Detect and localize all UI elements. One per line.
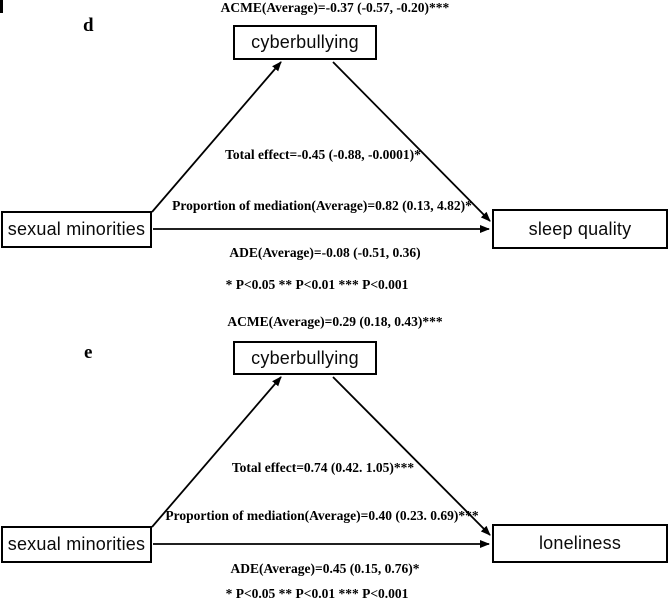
panel-e-outcome-label: loneliness — [538, 533, 622, 553]
panel-d-outcome-label: sleep quality — [528, 218, 632, 239]
panel-e-proportion-label: Proportion of mediation(Average)=0.40 (0… — [165, 508, 479, 523]
panel-e-ade-label: ADE(Average)=0.45 (0.15, 0.76)* — [230, 561, 420, 576]
panel-e-mediator-box: cyberbullying — [233, 341, 377, 375]
panel-e-outcome-box: loneliness — [492, 524, 668, 563]
panel-d-ade-label: ADE(Average)=-0.08 (-0.51, 0.36) — [229, 245, 421, 260]
panel-d-letter: d — [83, 15, 94, 36]
panel-d-total-effect-label: Total effect=-0.45 (-0.88, -0.0001)* — [225, 147, 421, 162]
panel-d-predictor-label: sexual minorities — [7, 219, 146, 239]
panel-d-arrow-predictor-to-mediator — [151, 61, 282, 213]
top-left-crop-artifact — [0, 0, 3, 13]
panel-e-mediator-label: cyberbullying — [251, 347, 359, 368]
panel-d-mediator-box: cyberbullying — [233, 25, 377, 60]
panel-e-significance-legend: * P<0.05 ** P<0.01 *** P<0.001 — [225, 586, 409, 601]
panel-d-predictor-box: sexual minorities — [1, 211, 152, 248]
panel-d-proportion-label: Proportion of mediation(Average)=0.82 (0… — [172, 198, 472, 213]
panel-e-acme-label: ACME(Average)=0.29 (0.18, 0.43)*** — [227, 314, 443, 329]
panel-d-acme-label: ACME(Average)=-0.37 (-0.57, -0.20)*** — [220, 0, 450, 15]
panel-d-significance-legend: * P<0.05 ** P<0.01 *** P<0.001 — [225, 277, 409, 292]
panel-e-arrow-predictor-to-mediator — [151, 376, 282, 528]
panel-e-total-effect-label: Total effect=0.74 (0.42. 1.05)*** — [231, 460, 415, 475]
panel-e-predictor-label: sexual minorities — [7, 534, 146, 554]
panel-d-mediator-label: cyberbullying — [251, 32, 359, 52]
panel-d-outcome-box: sleep quality — [492, 209, 668, 249]
panel-e-letter: e — [84, 342, 93, 363]
panel-e-predictor-box: sexual minorities — [1, 526, 152, 563]
